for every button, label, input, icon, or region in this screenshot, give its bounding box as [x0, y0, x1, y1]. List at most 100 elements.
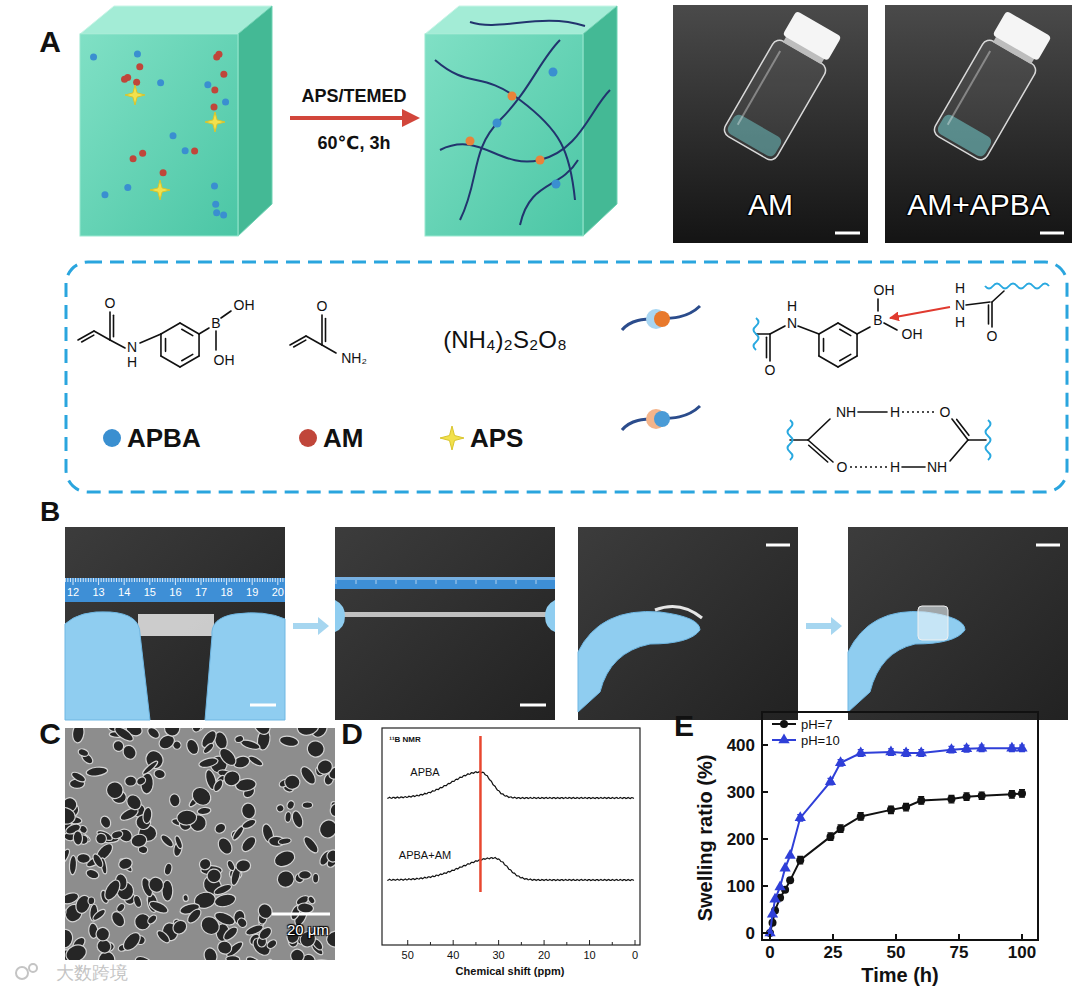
ruler-tick	[404, 577, 405, 580]
ruler-tick	[442, 577, 443, 580]
data-marker	[855, 746, 866, 756]
pore	[198, 913, 223, 938]
ruler-tick	[460, 577, 461, 580]
pore	[275, 803, 285, 813]
pore	[91, 908, 107, 923]
ruler-tick	[386, 577, 387, 580]
legend-sample	[440, 426, 464, 450]
nmr-spectrum	[387, 857, 634, 880]
pore	[296, 728, 320, 737]
bond	[294, 340, 306, 347]
ruler-tick	[478, 577, 479, 580]
atom-label: O	[940, 405, 951, 419]
ruler-tick	[484, 577, 485, 580]
ruler-tick	[374, 577, 375, 580]
ruler-tick	[414, 577, 415, 580]
error-bar	[888, 806, 894, 814]
bond	[957, 419, 969, 435]
atom-label: H	[787, 299, 797, 313]
cube-side	[238, 6, 272, 236]
atom-label: NH	[927, 460, 947, 474]
atom-label: NH₂	[341, 351, 367, 365]
pore	[184, 738, 200, 757]
data-marker	[835, 756, 846, 766]
ruler-tick	[108, 578, 109, 582]
tick-label: 30	[492, 950, 504, 961]
bond	[819, 323, 838, 334]
ruler-tick	[550, 577, 551, 580]
ruler-tick	[154, 578, 155, 582]
monomer-dot	[136, 63, 143, 70]
legend-marker	[778, 733, 789, 743]
ruler-tick	[418, 577, 419, 580]
axis-tick	[544, 940, 545, 945]
ruler-tick	[380, 577, 381, 580]
bond	[199, 328, 209, 334]
ruler-tick	[544, 577, 545, 580]
ruler-tick	[464, 577, 465, 580]
bond	[113, 315, 115, 336]
scale-bar	[766, 544, 790, 547]
pore	[289, 947, 306, 960]
tick-label: 400	[727, 737, 755, 754]
photo-ground	[673, 5, 868, 243]
ruler-tick	[494, 577, 495, 580]
bond	[838, 323, 857, 334]
legend-sample	[772, 733, 796, 743]
ruler-tick	[522, 577, 523, 580]
pore	[86, 766, 108, 777]
tick-label: 75	[950, 944, 969, 961]
crosslink-point	[508, 92, 517, 101]
initiator-star	[205, 112, 225, 132]
ruler-tick	[83, 578, 84, 582]
pore	[244, 954, 265, 960]
tick-label: 40	[447, 950, 459, 961]
ruler-tick	[88, 578, 89, 582]
data-marker	[963, 793, 971, 801]
atom-label: N	[787, 316, 797, 330]
ruler-tick	[424, 577, 425, 580]
ruler-tick	[203, 578, 204, 582]
ruler-tick	[526, 577, 527, 580]
ruler-tick	[93, 578, 94, 582]
ruler-tick	[142, 578, 143, 582]
ruler-tick	[195, 578, 196, 582]
ruler-tick	[448, 577, 449, 580]
pore	[216, 939, 234, 956]
bond	[992, 291, 1004, 302]
ruler-tick	[157, 578, 158, 582]
atom-label: O	[987, 329, 998, 343]
scale-label: 20 μm	[287, 922, 329, 939]
pore	[298, 764, 318, 787]
bond	[798, 326, 819, 334]
pore	[272, 848, 297, 869]
ruler-tick	[360, 577, 361, 580]
ruler-tick	[350, 577, 351, 580]
data-marker	[785, 849, 796, 859]
ruler-tick	[280, 578, 281, 582]
data-marker	[826, 833, 834, 841]
bond	[902, 466, 925, 468]
pore	[212, 778, 225, 793]
ruler-tick	[257, 578, 258, 582]
ruler-tick	[438, 577, 439, 580]
pore	[312, 959, 334, 960]
ruler-ticks	[336, 577, 554, 584]
data-marker	[795, 811, 806, 821]
gel-strip	[138, 614, 214, 636]
bond	[140, 334, 161, 343]
bond	[877, 299, 879, 311]
ruler-tick	[113, 578, 114, 582]
atom-label: B	[873, 313, 882, 327]
bond	[82, 335, 94, 342]
monomer-dot	[211, 86, 218, 93]
pore	[182, 894, 188, 902]
ruler-tick	[446, 577, 447, 580]
tick-label: 10	[583, 950, 595, 961]
ruler-tick	[368, 577, 369, 580]
atom-label: OH	[214, 353, 235, 367]
atom-label: OH	[902, 327, 923, 341]
ruler-tick	[366, 577, 367, 580]
pore	[202, 946, 219, 960]
